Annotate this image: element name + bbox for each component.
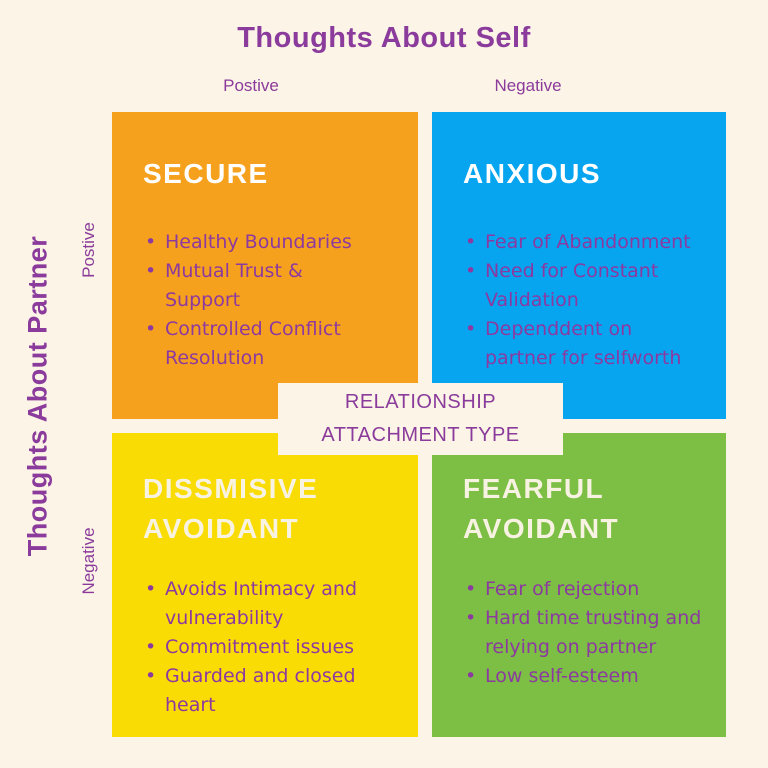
quadrant-secure-list: Healthy Boundaries Mutual Trust & Suppor… xyxy=(143,228,408,373)
row-label-partner-negative: Negative xyxy=(79,527,98,595)
quadrant-dismissive-avoidant-title: DISSMISIVE AVOIDANT xyxy=(143,473,319,544)
list-item: Avoids Intimacy and vulnerability xyxy=(143,575,390,633)
quadrant-dismissive-avoidant: DISSMISIVE AVOIDANT Avoids Intimacy and … xyxy=(112,433,418,737)
list-item: Need for Constant Validation xyxy=(463,257,693,315)
list-item: Dependdent on partner for selfworth xyxy=(463,315,693,373)
title-thoughts-about-partner: Thoughts About Partner xyxy=(22,235,53,557)
center-badge: RELATIONSHIP ATTACHMENT TYPE xyxy=(278,383,563,455)
title-thoughts-about-self: Thoughts About Self xyxy=(237,22,531,54)
quadrant-fearful-avoidant-title: FEARFUL AVOIDANT xyxy=(463,473,620,544)
center-badge-line1: RELATIONSHIP xyxy=(344,391,497,413)
quadrant-fearful-avoidant-list: Fear of rejection Hard time trusting and… xyxy=(463,575,716,691)
list-item: Healthy Boundaries xyxy=(143,228,370,257)
quadrant-secure: SECURE Healthy Boundaries Mutual Trust &… xyxy=(112,112,418,419)
list-item: Low self-esteem xyxy=(463,662,716,691)
list-item: Controlled Conflict Resolution xyxy=(143,315,370,373)
quadrant-anxious-list: Fear of Abandonment Need for Constant Va… xyxy=(463,228,716,373)
center-badge-line2: ATTACHMENT TYPE xyxy=(321,424,520,446)
quadrant-dismissive-avoidant-list: Avoids Intimacy and vulnerability Commit… xyxy=(143,575,408,720)
quadrant-anxious: ANXIOUS Fear of Abandonment Need for Con… xyxy=(432,112,726,419)
row-label-partner-positive: Postive xyxy=(79,222,98,278)
quadrant-fearful-avoidant: FEARFUL AVOIDANT Fear of rejection Hard … xyxy=(432,433,726,737)
list-item: Hard time trusting and relying on partne… xyxy=(463,604,716,662)
quadrant-secure-title: SECURE xyxy=(143,158,269,189)
list-item: Commitment issues xyxy=(143,633,390,662)
column-label-self-positive: Postive xyxy=(223,76,279,95)
list-item: Fear of rejection xyxy=(463,575,716,604)
column-label-self-negative: Negative xyxy=(494,76,562,95)
list-item: Guarded and closed heart xyxy=(143,662,390,720)
quadrant-anxious-title: ANXIOUS xyxy=(463,158,602,189)
list-item: Fear of Abandonment xyxy=(463,228,693,257)
list-item: Mutual Trust & Support xyxy=(143,257,370,315)
